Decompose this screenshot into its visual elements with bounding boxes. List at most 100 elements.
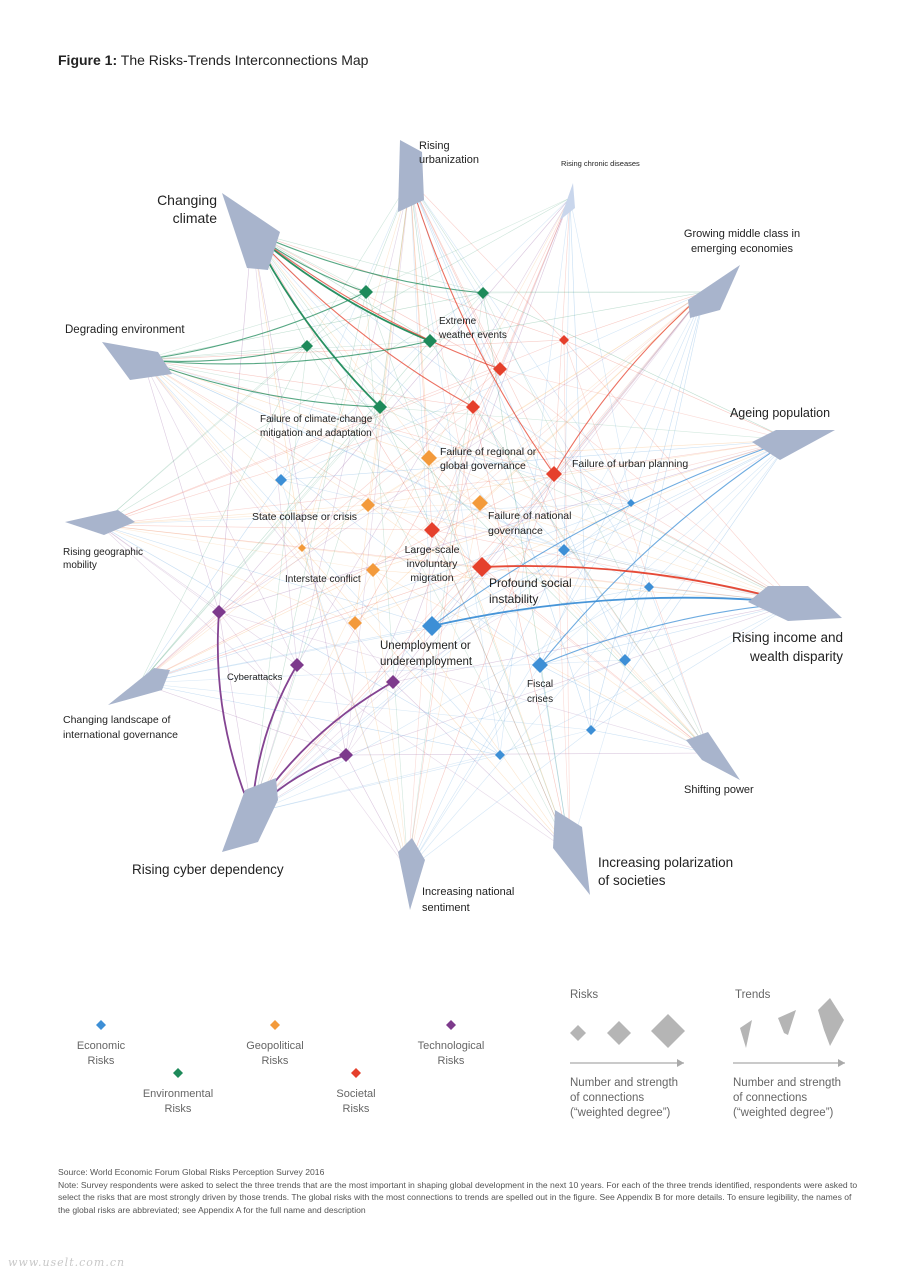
faint-connection bbox=[218, 197, 571, 613]
faint-connection bbox=[409, 179, 433, 531]
faint-connection bbox=[306, 345, 711, 754]
risk-diamond-eco2 bbox=[627, 499, 635, 507]
faint-connection bbox=[251, 368, 501, 814]
legend-trend-size-3 bbox=[818, 998, 844, 1046]
faint-connection bbox=[563, 339, 711, 754]
faint-connection bbox=[251, 231, 381, 408]
legend-swatch-societal bbox=[351, 1068, 361, 1078]
faint-connection bbox=[251, 291, 367, 814]
faint-connection bbox=[142, 359, 481, 504]
trend-shape-mobility bbox=[65, 510, 135, 535]
faint-connection bbox=[99, 524, 374, 571]
faint-connection bbox=[479, 502, 796, 604]
trend-shape-chronic bbox=[560, 183, 575, 220]
faint-connection bbox=[345, 179, 411, 756]
faint-connection bbox=[563, 549, 796, 604]
faint-connection bbox=[139, 368, 501, 684]
faint-connection bbox=[431, 291, 706, 531]
legend-risks-title: Risks bbox=[570, 989, 598, 1001]
legend-trend-size-1 bbox=[740, 1020, 752, 1048]
risk-shapes bbox=[212, 285, 654, 762]
faint-connection bbox=[251, 231, 431, 342]
faint-connection bbox=[648, 439, 791, 588]
faint-connection bbox=[139, 504, 369, 684]
risk-diamond-tech2 bbox=[386, 675, 400, 689]
faint-connection bbox=[472, 406, 571, 853]
faint-connection bbox=[431, 529, 711, 754]
connection-income-instability bbox=[481, 565, 796, 604]
faint-connection bbox=[428, 457, 796, 604]
faint-connection bbox=[365, 291, 409, 871]
trend-shape-ageing bbox=[752, 430, 835, 460]
faint-connection bbox=[139, 502, 632, 684]
legend-arrow-head-1 bbox=[677, 1059, 684, 1067]
faint-connection bbox=[218, 611, 711, 754]
faint-connection bbox=[409, 179, 501, 370]
faint-connection bbox=[251, 231, 541, 666]
faint-connection bbox=[142, 359, 374, 571]
faint-connection bbox=[379, 179, 411, 408]
risk-label-urbanfail: Failure of urban planning bbox=[572, 458, 688, 470]
faint-connection bbox=[251, 345, 308, 814]
faint-connection bbox=[142, 292, 484, 361]
faint-connection bbox=[142, 359, 381, 408]
faint-connection bbox=[306, 345, 571, 853]
connection-ageing-unemp bbox=[431, 439, 791, 627]
risk-diamond-national_gov bbox=[472, 495, 488, 511]
faint-connection bbox=[472, 406, 711, 754]
faint-connection bbox=[99, 524, 433, 531]
risk-diamond-cyberatt bbox=[290, 658, 304, 672]
faint-connection bbox=[553, 197, 571, 475]
faint-connection bbox=[251, 406, 381, 814]
faint-connection bbox=[624, 439, 791, 661]
trend-shapes bbox=[65, 140, 842, 910]
trend-label-power: Shifting power bbox=[684, 784, 754, 796]
faint-connection bbox=[139, 569, 374, 684]
faint-connection bbox=[306, 197, 571, 347]
faint-connection bbox=[139, 682, 592, 731]
faint-connection bbox=[354, 622, 409, 871]
risk-diamond-instability bbox=[472, 557, 492, 577]
legend-swatch-geopolitical bbox=[270, 1020, 280, 1030]
faint-connection bbox=[142, 359, 474, 408]
faint-connection bbox=[428, 457, 571, 853]
faint-connection bbox=[142, 291, 367, 361]
risk-diamond-fiscal bbox=[532, 657, 548, 673]
faint-connection bbox=[251, 231, 433, 531]
faint-connection bbox=[409, 179, 632, 504]
faint-connection bbox=[563, 339, 571, 853]
faint-connection bbox=[218, 231, 253, 613]
trend-label-degrading: Degrading environment bbox=[65, 324, 185, 336]
risk-diamond-geo6 bbox=[348, 616, 362, 630]
risk-diamond-env1 bbox=[359, 285, 373, 299]
faint-connection bbox=[142, 359, 298, 666]
connection-cyber-tech1 bbox=[216, 611, 253, 814]
faint-connection bbox=[345, 752, 711, 756]
faint-connection bbox=[99, 368, 501, 526]
faint-connection bbox=[251, 231, 303, 549]
faint-connection bbox=[99, 339, 565, 526]
faint-connection bbox=[218, 611, 253, 814]
faint-connection bbox=[251, 231, 347, 756]
faint-connection bbox=[553, 291, 706, 475]
faint-connection bbox=[407, 502, 481, 871]
risk-diamond-eco4 bbox=[644, 582, 654, 592]
faint-connection bbox=[345, 754, 409, 871]
faint-connection bbox=[499, 368, 796, 604]
trend-shape-middle bbox=[688, 265, 740, 318]
risk-diamond-unemp bbox=[422, 616, 442, 636]
faint-connection bbox=[251, 231, 565, 551]
legend-risk-size-3 bbox=[651, 1014, 685, 1048]
faint-connection bbox=[379, 406, 571, 853]
faint-connection bbox=[306, 179, 411, 347]
faint-connection bbox=[431, 439, 791, 627]
faint-connection bbox=[407, 292, 484, 871]
faint-connection bbox=[139, 406, 474, 684]
faint-connection bbox=[345, 197, 571, 756]
faint-connection bbox=[251, 625, 433, 814]
